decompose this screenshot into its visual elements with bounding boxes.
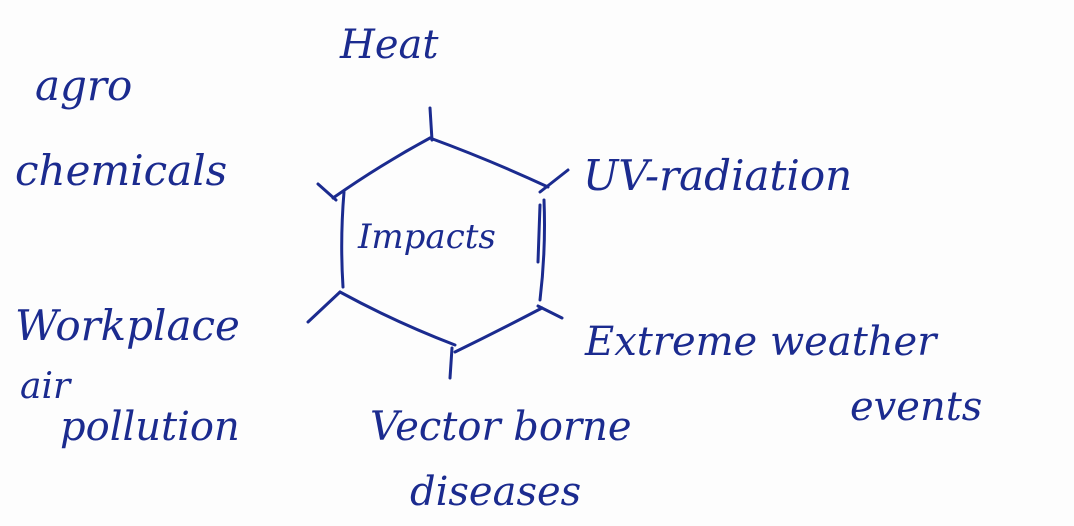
label-workplace: Workplace [15,301,240,350]
hexagon-edge-right [538,198,546,302]
spoke-vector-borne [448,346,454,380]
label-air: air [20,366,72,407]
label-extreme-weather: Extreme weather [584,319,939,365]
label-vector-borne: Vector borne [370,404,632,450]
hexagon-edge-top-right [428,136,550,189]
label-agro: agro [35,61,132,110]
hexagon-edge-left [340,190,346,289]
center-label-underline [536,203,542,264]
hexagon-edge-top-left [331,136,432,200]
label-uv-radiation: UV-radiation [583,151,852,200]
label-pollution: pollution [60,404,240,450]
spoke-agro-chemicals [316,182,338,202]
label-heat: Heat [339,22,439,68]
label-events: events [850,384,982,430]
center-label: Impacts [357,217,496,257]
spoke-extreme-weather [536,304,564,320]
hexagon-spokes [306,106,570,380]
spoke-uv-radiation [538,168,570,194]
hexagon-shape [331,136,550,354]
label-diseases: diseases [410,469,581,515]
label-chemicals: chemicals [15,146,227,195]
hexagon-edge-bottom-right [453,306,544,354]
hexagon-edge-bottom-left [338,290,457,347]
spoke-heat [428,106,434,142]
spoke-workplace [306,290,342,324]
